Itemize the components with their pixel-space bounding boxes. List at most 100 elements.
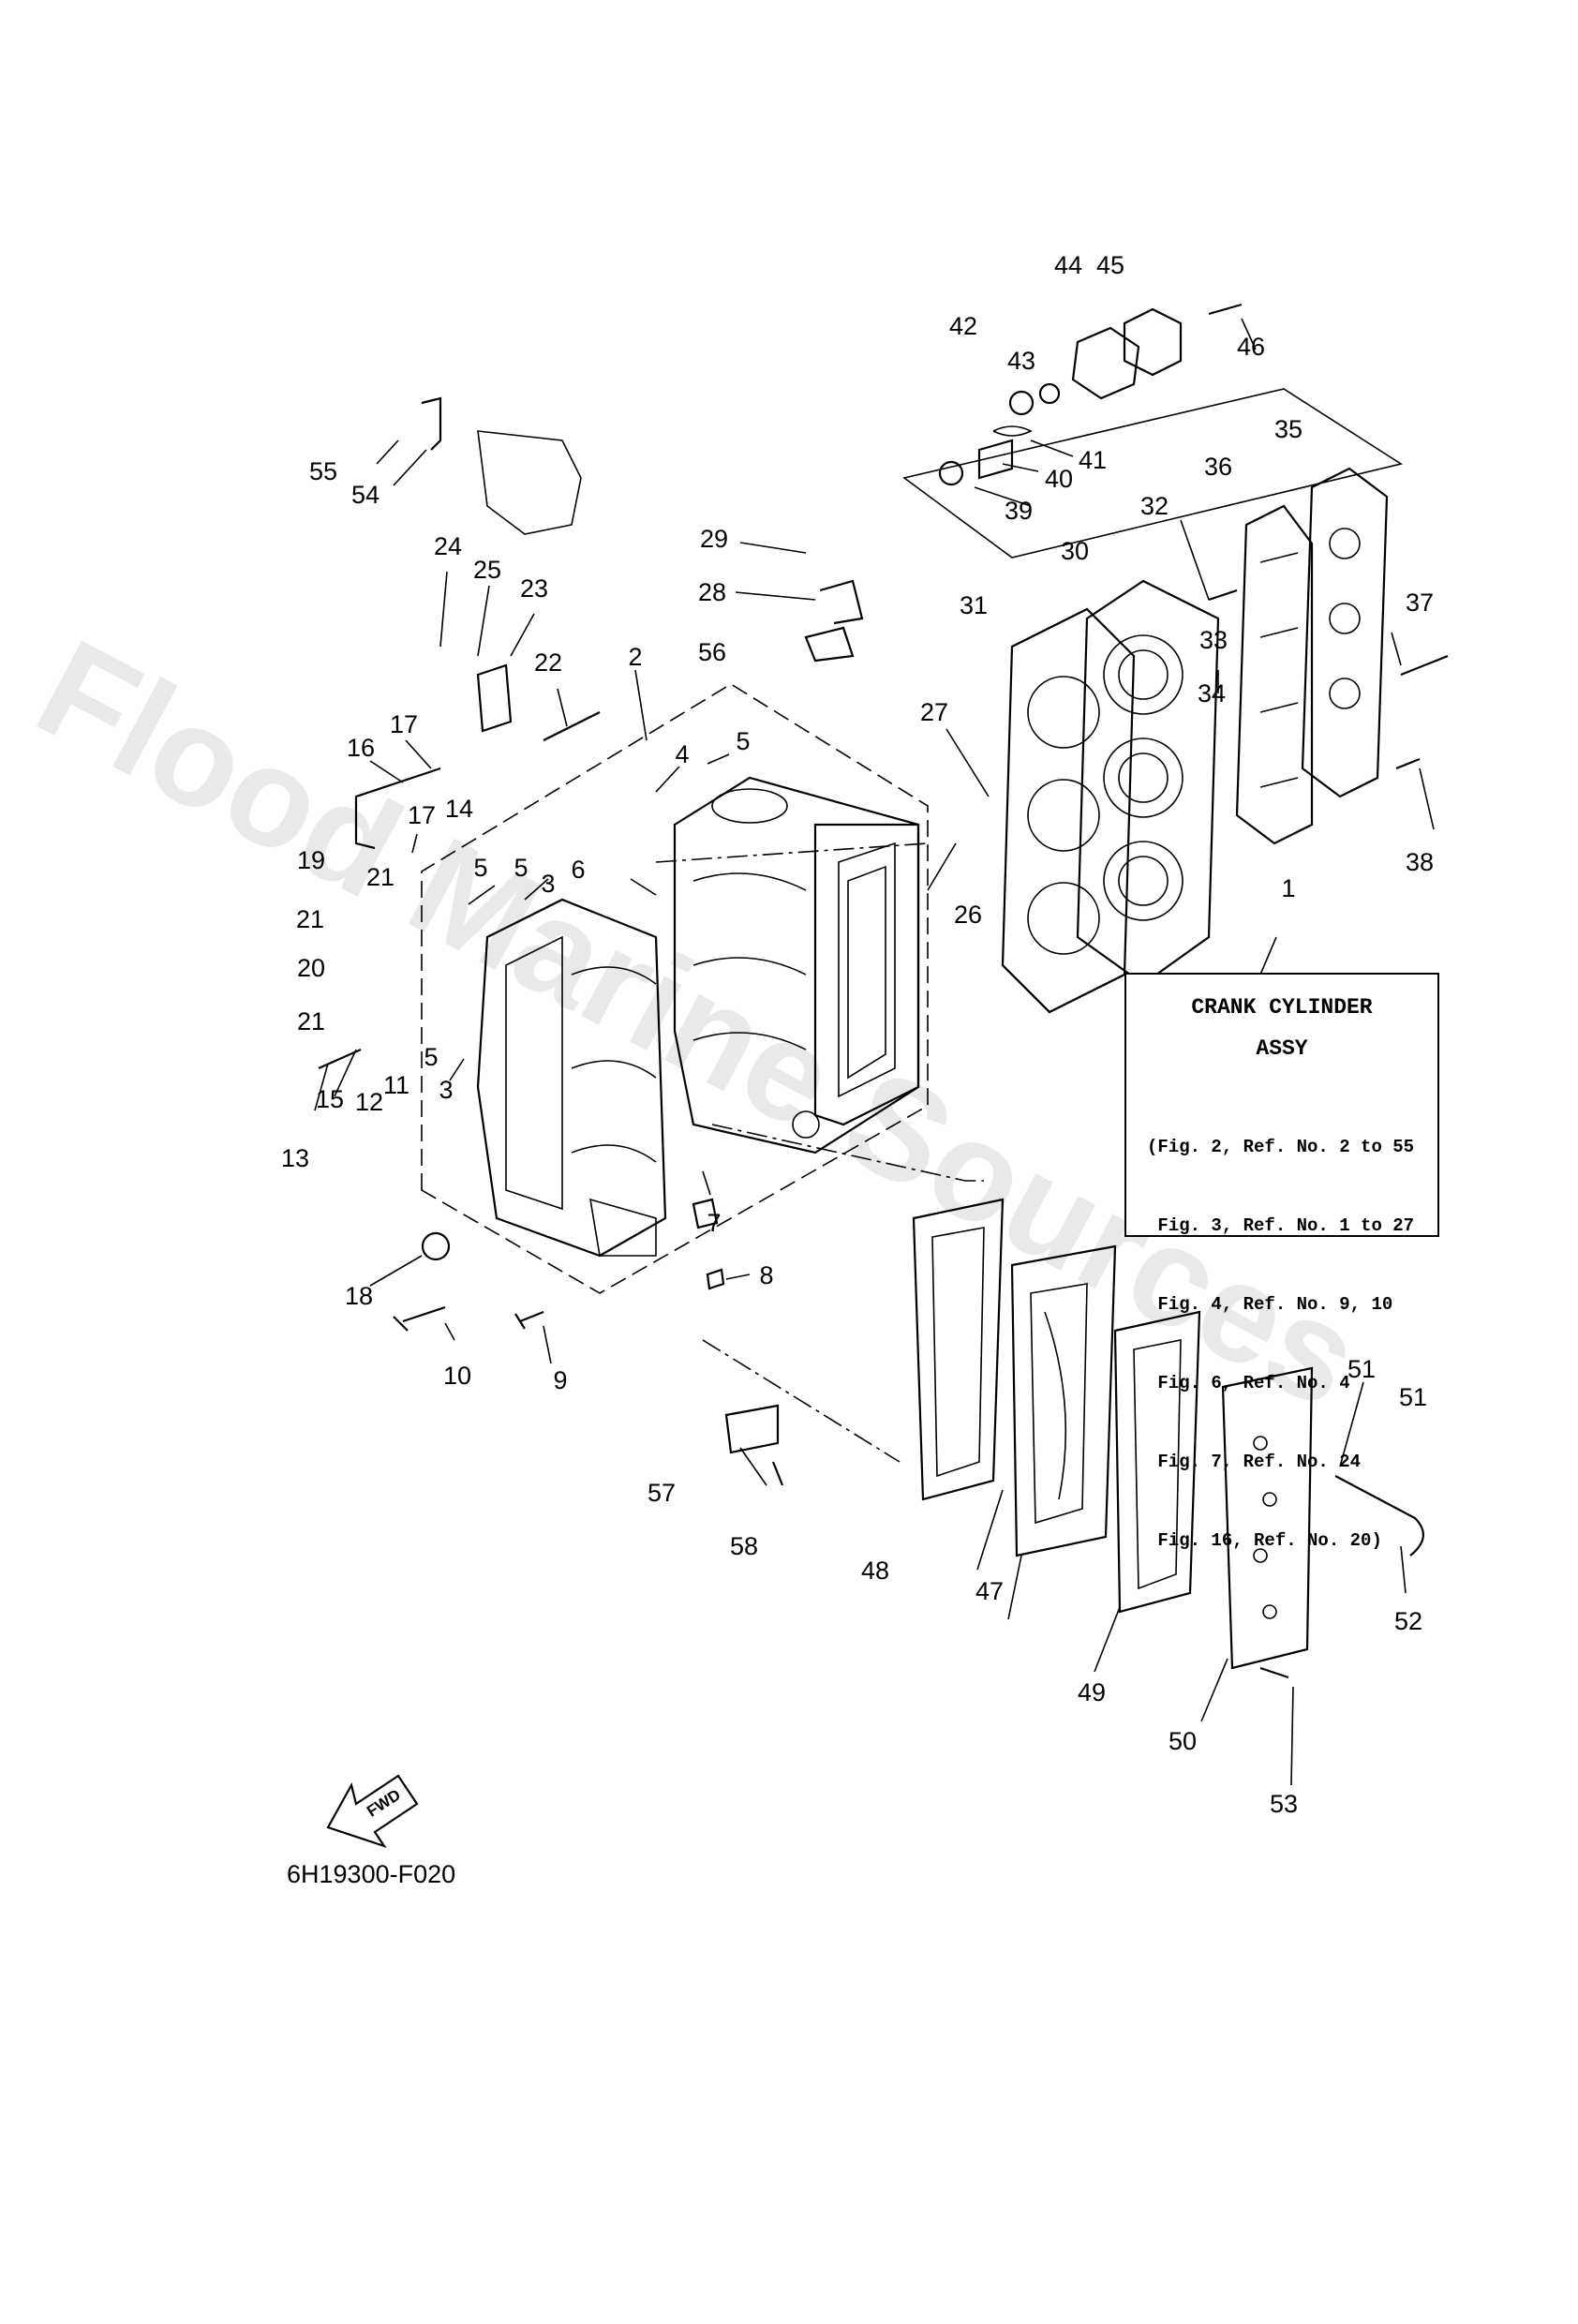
callout: 23: [520, 574, 548, 603]
head-gasket-31: [1001, 607, 1136, 1014]
bolt-9: [514, 1310, 544, 1330]
callout: 54: [351, 481, 380, 509]
callout: 16: [347, 734, 375, 762]
callout: 51: [1399, 1383, 1427, 1411]
ref-line: Fig. 7, Ref. No. 24: [1147, 1452, 1362, 1472]
thermostat-cover-43: [1123, 307, 1183, 377]
thermostat-gasket-44: [1071, 326, 1140, 400]
hose-50: [1334, 1475, 1424, 1557]
callout: 7: [707, 1209, 721, 1237]
crankcase-assembly-outline: [421, 683, 929, 1294]
callout: 5: [473, 854, 487, 882]
callout: 9: [553, 1366, 567, 1394]
callout: 15: [316, 1085, 344, 1113]
callout: 46: [1237, 333, 1265, 361]
callout: 34: [1198, 679, 1226, 708]
thermostat-parts: [938, 382, 1061, 486]
callout: 2: [628, 643, 642, 671]
crankcase: [476, 898, 667, 1258]
callout: 28: [698, 578, 726, 606]
callout: 49: [1078, 1678, 1106, 1706]
assembly-info-box: CRANK CYLINDER ASSY (Fig. 2, Ref. No. 2 …: [1124, 973, 1439, 1551]
callout: 21: [297, 1007, 325, 1035]
cylinder-head-30: [1076, 579, 1220, 986]
callout: 26: [954, 901, 982, 929]
callout: 4: [675, 740, 689, 768]
sensor-58: [1400, 654, 1449, 677]
callout: 43: [1007, 347, 1035, 375]
pin-8: [706, 1268, 725, 1290]
callout: 24: [434, 532, 462, 560]
callout: 31: [960, 591, 988, 619]
callout: 19: [297, 846, 325, 874]
ref-line: Fig. 6, Ref. No. 4: [1147, 1373, 1350, 1393]
callout: 38: [1406, 848, 1434, 876]
seal-18: [421, 1231, 451, 1261]
exhaust-outer-cover-49: [1221, 1366, 1314, 1670]
cylinder-block: [673, 776, 920, 1155]
callout: 18: [345, 1282, 373, 1310]
callout: 5: [736, 727, 750, 755]
callout: 36: [1204, 453, 1232, 481]
callout: 57: [648, 1479, 676, 1507]
clamp-55: [804, 626, 855, 663]
callout: 17: [408, 801, 436, 829]
callout: 8: [759, 1261, 773, 1289]
bolt-32: [1208, 588, 1238, 602]
callout: 27: [920, 698, 948, 726]
info-box-title: CRANK CYLINDER: [1191, 995, 1373, 1020]
callout: 35: [1274, 415, 1303, 443]
callout: 13: [281, 1144, 309, 1172]
fwd-label: FWD: [364, 1786, 404, 1821]
callout: 14: [445, 795, 473, 823]
bolt-45: [1208, 303, 1243, 316]
callout: 40: [1045, 465, 1073, 493]
callout: 33: [1199, 626, 1228, 654]
callout: 42: [949, 312, 977, 340]
callout: 29: [700, 525, 728, 553]
callout: 44: [1054, 251, 1082, 279]
ref-line: Fig. 4, Ref. No. 9, 10: [1147, 1294, 1393, 1315]
head-cover-gasket-36: [1235, 504, 1314, 845]
bolt-57: [771, 1461, 784, 1486]
thermostat-group-outline: [902, 388, 1404, 559]
bracket-56: [724, 1404, 780, 1454]
ref-line: (Fig. 2, Ref. No. 2 to 55: [1147, 1137, 1415, 1157]
callout: 3: [439, 1076, 453, 1104]
callout: 12: [355, 1088, 383, 1116]
ref-line: Fig. 3, Ref. No. 1 to 27: [1147, 1215, 1415, 1236]
callout: 37: [1406, 588, 1434, 617]
callout: 10: [443, 1362, 471, 1390]
stud-22: [543, 711, 601, 741]
callout: 47: [975, 1577, 1004, 1605]
info-box-refs: (Fig. 2, Ref. No. 2 to 55 Fig. 3, Ref. N…: [1147, 1081, 1430, 1606]
callout: 51: [1347, 1355, 1376, 1383]
callout: 20: [297, 954, 325, 982]
bolt-10: [393, 1305, 446, 1332]
callout: 6: [571, 856, 585, 884]
fwd-arrow-icon: FWD: [326, 1774, 419, 1849]
callout: 17: [390, 710, 418, 738]
figure-code: 6H19300-F020: [287, 1860, 456, 1888]
callout: 3: [541, 870, 555, 898]
exhaust-gasket-48: [1113, 1310, 1201, 1614]
callout: 55: [309, 457, 337, 485]
callout: 21: [366, 863, 394, 891]
pin-7: [692, 1198, 719, 1229]
callout: 53: [1270, 1790, 1298, 1818]
callout: 39: [1005, 497, 1033, 525]
callout: 25: [473, 556, 501, 584]
callout: 5: [514, 854, 528, 882]
bolt-52: [1259, 1666, 1289, 1679]
callout: 58: [730, 1532, 758, 1560]
callout: 22: [534, 648, 562, 677]
callout: 21: [296, 905, 324, 933]
callout: 52: [1394, 1607, 1422, 1635]
callout: 41: [1079, 446, 1107, 474]
info-box-subtitle: ASSY: [1256, 1036, 1308, 1061]
callout-labels: 1 2 3 3 4 5 5 5 5 6 7 8 9 10 11 12 13 14…: [281, 251, 1434, 1818]
callout: 48: [861, 1557, 889, 1585]
callout: 32: [1140, 492, 1169, 520]
leader-block: [655, 842, 984, 1463]
exhaust-inner-plate-46: [1010, 1244, 1117, 1557]
